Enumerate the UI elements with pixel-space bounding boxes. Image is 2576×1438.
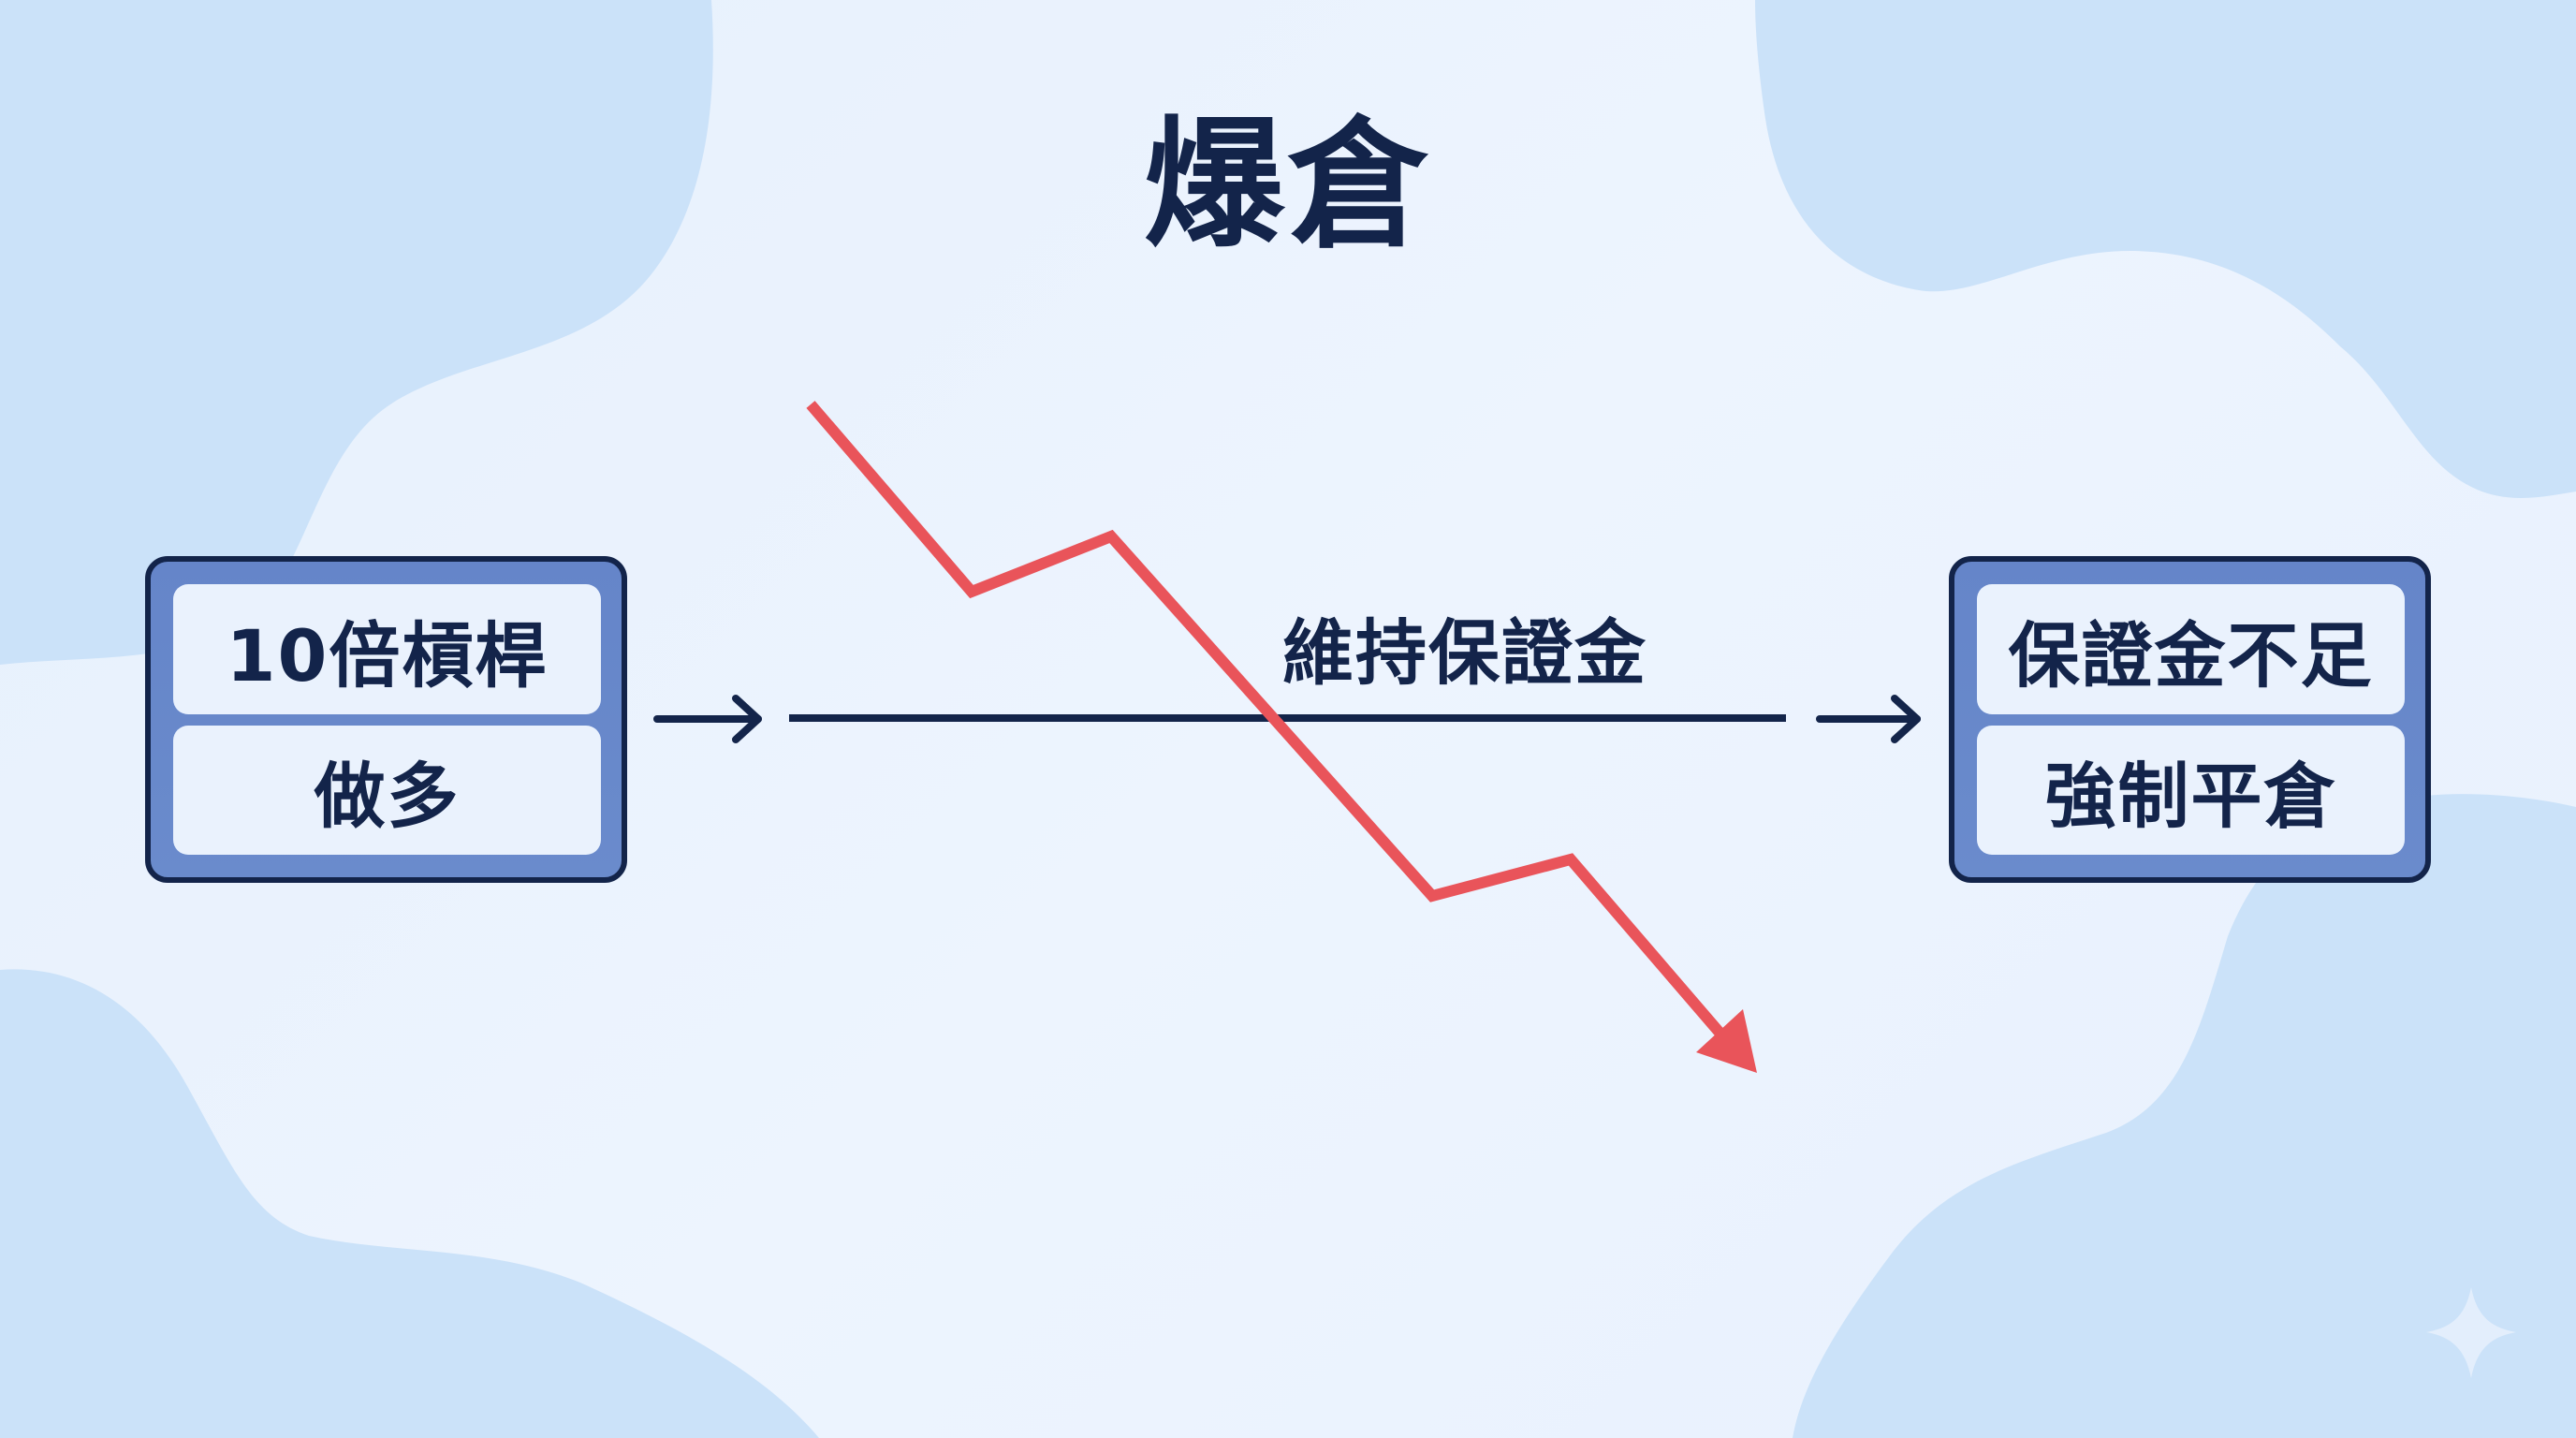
blob-bottom-left [0, 969, 819, 1438]
leverage-label: 10倍槓桿 [173, 584, 601, 714]
leverage-position-box: 10倍槓桿 做多 [145, 556, 627, 883]
down-arrow-head-icon [1696, 1009, 1757, 1073]
forced-liquidation-label: 強制平倉 [1977, 726, 2405, 855]
sparkle-icon [2426, 1287, 2516, 1378]
right-arrow-icon [653, 695, 762, 743]
page-title: 爆倉 [1143, 104, 1432, 267]
position-direction-label: 做多 [173, 726, 601, 855]
blob-top-left [0, 0, 713, 665]
price-decline-line [806, 401, 1736, 1050]
blob-top-right [1755, 0, 2576, 498]
maintenance-margin-label: 維持保證金 [1282, 611, 1647, 695]
right-arrow-icon [1816, 695, 1921, 743]
insufficient-margin-label: 保證金不足 [1977, 584, 2405, 714]
liquidation-result-box: 保證金不足 強制平倉 [1949, 556, 2431, 883]
blob-bottom-right [1793, 794, 2576, 1438]
